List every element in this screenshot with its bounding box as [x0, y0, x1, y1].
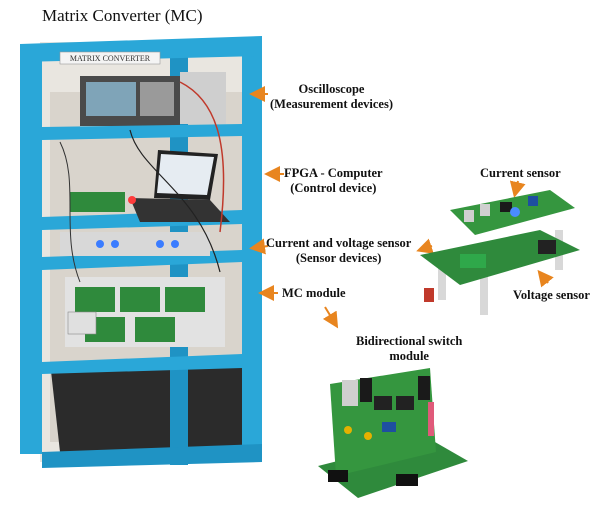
figure-title: Matrix Converter (MC)	[42, 6, 203, 25]
mc-module-label: MC module	[282, 286, 346, 300]
voltage-sensor-label: Voltage sensor	[513, 288, 590, 302]
current-sensor-label: Current sensor	[480, 166, 561, 180]
sensors-arrow	[249, 238, 269, 255]
oscilloscope-label: Oscilloscope (Measurement devices)	[270, 82, 393, 111]
fpga-label: FPGA - Computer (Control device)	[284, 166, 383, 195]
bidirectional-switch-label: Bidirectional switch module	[356, 334, 463, 363]
mc-to-bidirectional-arrow	[322, 306, 339, 329]
sensors-label: Current and voltage sensor (Sensor devic…	[266, 236, 412, 265]
current-sensor-arrow	[509, 180, 526, 198]
sensor-board-arrow	[416, 238, 434, 254]
matrix-converter-rack-photo: MATRIX CONVERTER	[20, 36, 262, 468]
rack-sign: MATRIX CONVERTER	[70, 54, 151, 63]
voltage-sensor-arrow	[537, 269, 554, 288]
bidirectional-switch-photo	[318, 368, 468, 498]
sensor-board-photo	[420, 190, 580, 315]
